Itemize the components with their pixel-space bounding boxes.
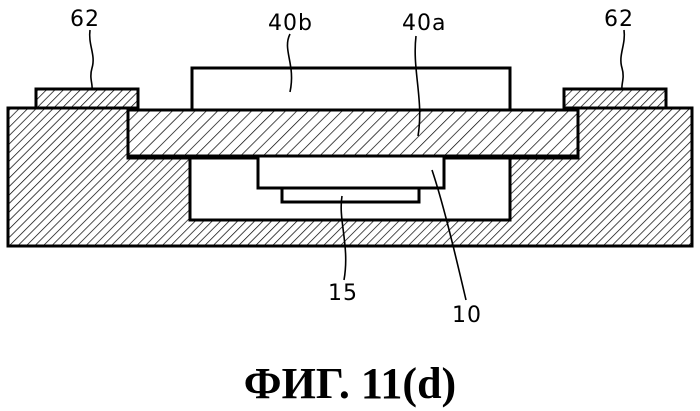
leader-62-left (90, 30, 93, 90)
chip-10 (258, 156, 444, 188)
figure-caption: ФИГ. 11(d) (244, 359, 456, 408)
block-40b (192, 68, 510, 110)
leader-62-right (621, 30, 624, 90)
label-62-left: 62 (70, 7, 100, 32)
label-10: 10 (452, 303, 482, 328)
pad-62-right (564, 89, 666, 108)
label-40a: 40a (402, 11, 446, 36)
label-15: 15 (328, 281, 358, 306)
component-15 (282, 188, 419, 202)
label-40b: 40b (268, 11, 313, 36)
pad-62-left (36, 89, 138, 108)
plate-40a (128, 110, 578, 156)
label-62-right: 62 (604, 7, 634, 32)
